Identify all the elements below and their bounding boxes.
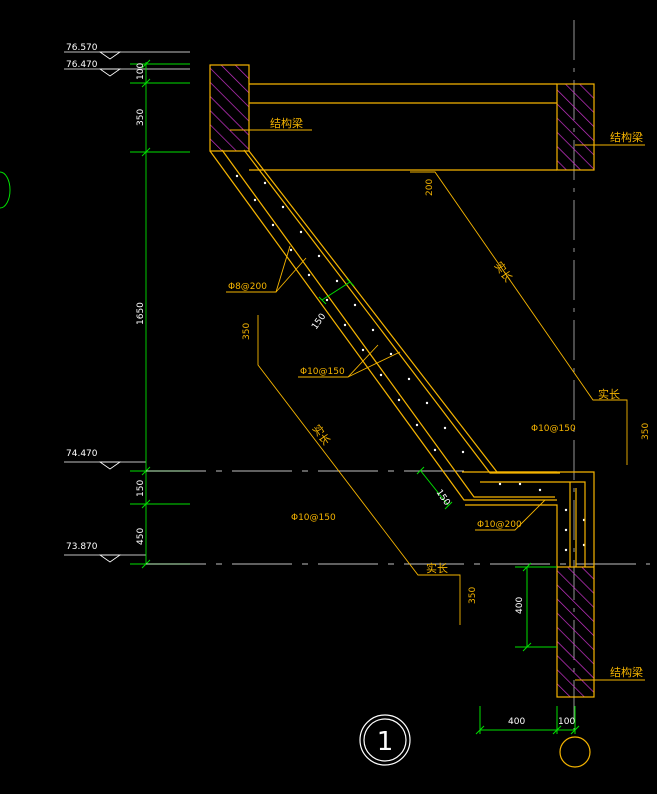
right-vertical-dim: [515, 562, 557, 652]
dim-1650: 1650: [136, 302, 146, 325]
side-dim-350-c: 350: [468, 587, 478, 604]
dim-350: 350: [136, 109, 146, 126]
dim-150: 150: [136, 480, 146, 497]
level-label: 73.870: [66, 542, 98, 552]
rebar-leaders: [226, 245, 546, 531]
bottom-dims: [475, 706, 580, 735]
diag-dim-lower: [416, 466, 453, 510]
level-label: 74.470: [66, 449, 98, 459]
dim-450: 450: [136, 528, 146, 545]
rebar-label-phi10-200: Φ10@200: [477, 520, 522, 530]
rebar-label-phi10-150-a: Φ10@150: [300, 367, 345, 377]
level-marker-73870: 73.870: [64, 542, 146, 563]
rebar-label-phi10-150-c: Φ10@150: [291, 513, 336, 523]
beam-label-top-right: 结构梁: [610, 130, 643, 144]
dim-400-bottom: 400: [508, 717, 525, 727]
beam-label-bottom: 结构梁: [610, 665, 643, 679]
stair-slab: [209, 149, 560, 501]
level-marker-76470: 76.470: [64, 60, 190, 77]
detail-marker: 1: [359, 714, 411, 766]
beam-label-top-left: 结构梁: [270, 116, 303, 130]
level-label: 76.570: [66, 43, 98, 53]
dim-400-vertical: 400: [515, 597, 525, 614]
dim-100: 100: [136, 63, 146, 80]
rebar-label-phi8-200: Φ8@200: [228, 282, 267, 292]
true-length-lines: [257, 171, 628, 625]
true-length-label-4: 实长: [426, 561, 448, 575]
beam-bottom: [556, 566, 595, 698]
true-length-label-3: 实长: [310, 422, 334, 448]
diag-dim-upper: [318, 278, 355, 305]
rebar-dots: [235, 174, 586, 552]
true-length-label-2: 实长: [492, 259, 516, 285]
dim-diag-150-upper: 150: [310, 312, 328, 332]
side-dim-350-a: 350: [641, 423, 651, 440]
axis-bubble: [559, 736, 591, 768]
beam-top-left: [209, 64, 250, 152]
side-dim-200: 200: [425, 179, 435, 196]
lower-landing: [462, 471, 595, 567]
true-length-label-1: 实长: [598, 387, 620, 401]
beam-leaders: [230, 129, 645, 681]
detail-number: 1: [377, 727, 394, 757]
dim-100-bottom: 100: [558, 717, 575, 727]
level-label: 76.470: [66, 60, 98, 70]
level-marker-74470: 74.470: [64, 449, 146, 470]
rebar-label-phi10-150-b: Φ10@150: [531, 424, 576, 434]
edge-circle-mark: [0, 171, 11, 209]
side-dim-350-b: 350: [242, 323, 252, 340]
level-marker-76570: 76.570: [64, 43, 190, 60]
beam-top-right: [556, 83, 595, 171]
